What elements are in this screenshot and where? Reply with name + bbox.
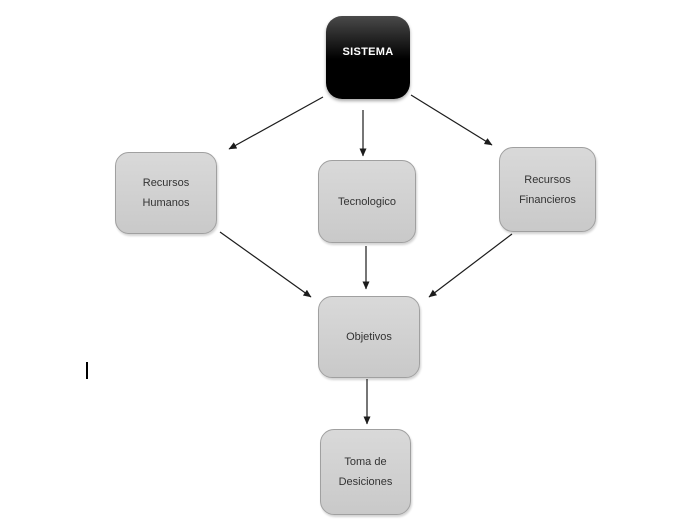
node-tecnologico-label: Tecnologico [337, 195, 397, 208]
text-cursor-artifact [86, 362, 88, 379]
node-sistema[interactable]: SISTEMA [326, 16, 410, 99]
arrow-sistema-to-recursos-humanos[interactable] [228, 96, 324, 150]
node-tecnologico[interactable]: Tecnologico [318, 160, 416, 243]
node-recursos-humanos-label: Recursos Humanos [142, 177, 190, 209]
arrow-recursos-financieros-to-objetivos[interactable] [428, 233, 513, 298]
node-recursos-financieros[interactable]: Recursos Financieros [499, 147, 596, 232]
arrow-sistema-to-recursos-financieros[interactable] [410, 94, 493, 146]
node-recursos-financieros-label: Recursos Financieros [519, 173, 576, 206]
node-objetivos[interactable]: Objetivos [318, 296, 420, 378]
node-sistema-label: SISTEMA [342, 45, 394, 58]
arrow-recursos-humanos-to-objetivos[interactable] [219, 231, 312, 298]
node-recursos-humanos[interactable]: Recursos Humanos [115, 152, 217, 234]
node-objetivos-label: Objetivos [346, 331, 392, 343]
node-toma-de-desiciones[interactable]: Toma de Desiciones [320, 429, 411, 515]
node-toma-de-desiciones-label: Toma de Desiciones [338, 456, 393, 488]
